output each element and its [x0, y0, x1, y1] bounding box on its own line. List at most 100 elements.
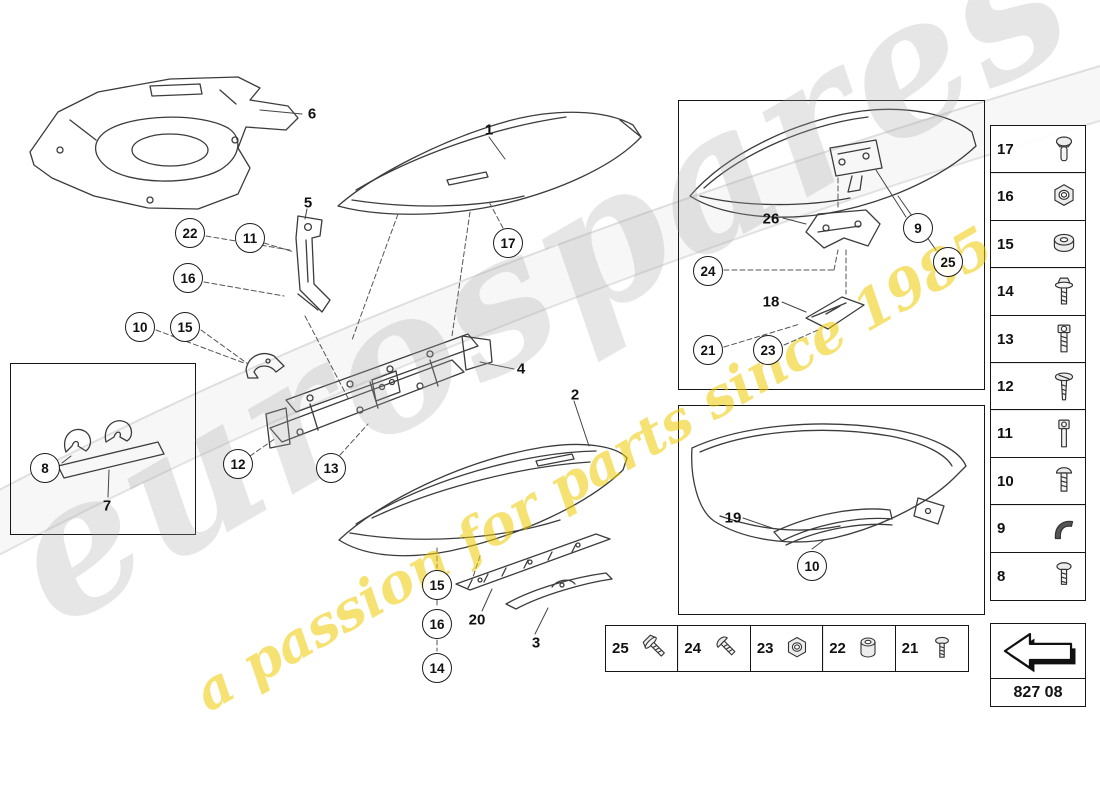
callout-number: 14 — [429, 660, 445, 676]
inset-frame-spoiler-shell — [678, 405, 985, 615]
rivet-icon — [1051, 134, 1077, 166]
legend-item-number: 8 — [997, 567, 1006, 585]
legend-item-number: 14 — [997, 283, 1014, 301]
part-label-4: 4 — [516, 360, 526, 378]
callout-14[interactable]: 14 — [422, 653, 452, 683]
legend-item-8[interactable]: 8 — [990, 551, 1086, 601]
hook-bracket — [245, 353, 285, 379]
hex-nut-icon — [777, 634, 815, 664]
socket-head-screw-icon — [1051, 323, 1077, 355]
legend-item-9[interactable]: 9 — [990, 504, 1086, 554]
small-screw-icon — [922, 634, 960, 664]
legend-item-25[interactable]: 25 — [605, 625, 679, 672]
legend-item-23[interactable]: 23 — [749, 625, 824, 672]
legend-item-number: 13 — [997, 330, 1014, 348]
legend-item-11[interactable]: 11 — [990, 409, 1086, 459]
legend-item-24[interactable]: 24 — [677, 625, 752, 672]
legend-item-number: 22 — [829, 640, 846, 657]
callout-number: 13 — [323, 460, 339, 476]
cap-bolt-icon — [1051, 418, 1077, 450]
legend-item-number: 25 — [612, 640, 629, 657]
legend-item-17[interactable]: 17 — [990, 125, 1086, 174]
callout-15-b[interactable]: 15 — [422, 570, 452, 600]
part-label-26: 26 — [762, 210, 780, 228]
callout-number: 8 — [41, 460, 49, 476]
legend-item-number: 24 — [684, 640, 702, 657]
legend-item-number: 21 — [901, 640, 919, 657]
pan-head-screw-icon — [1051, 465, 1077, 497]
clip-icon — [1051, 513, 1077, 545]
legend-item-12[interactable]: 12 — [990, 362, 1086, 412]
legend-item-21[interactable]: 21 — [894, 625, 969, 672]
legend-item-13[interactable]: 13 — [990, 314, 1086, 364]
callout-8[interactable]: 8 — [30, 453, 60, 483]
legend-item-16[interactable]: 16 — [990, 172, 1086, 222]
part-5-bracket — [295, 215, 331, 313]
callout-number: 23 — [760, 342, 776, 358]
spacer-icon — [849, 634, 887, 664]
pan-head-screw-icon — [704, 634, 742, 664]
part-2-spoiler — [338, 443, 628, 557]
back-arrow-box[interactable] — [990, 623, 1086, 679]
back-arrow-icon — [1003, 632, 1076, 673]
part-label-2: 2 — [570, 386, 580, 404]
part-6-cover — [29, 76, 299, 210]
callout-number: 22 — [182, 225, 198, 241]
callout-11[interactable]: 11 — [235, 223, 265, 253]
callout-number: 16 — [429, 616, 445, 632]
inset-frame-brackets — [10, 363, 196, 535]
hex-nut-icon — [1051, 181, 1077, 213]
legend-item-14[interactable]: 14 — [990, 267, 1086, 317]
legend-item-number: 10 — [997, 472, 1014, 490]
callout-number: 15 — [429, 577, 445, 593]
part-label-6: 6 — [307, 105, 317, 123]
callout-10-b[interactable]: 10 — [797, 551, 827, 581]
callout-number: 24 — [700, 263, 716, 279]
callout-number: 17 — [500, 235, 516, 251]
fastener-legend-row: 25 24 — [605, 625, 969, 672]
legend-item-22[interactable]: 22 — [822, 625, 897, 672]
hex-bolt-icon — [632, 634, 670, 664]
part-label-1: 1 — [484, 121, 494, 139]
oval-head-screw-icon — [1051, 371, 1077, 403]
part-4-frame — [265, 333, 493, 449]
callout-number: 21 — [700, 342, 716, 358]
legend-item-15[interactable]: 15 — [990, 219, 1086, 269]
callout-12[interactable]: 12 — [223, 449, 253, 479]
part-group-code: 827 08 — [990, 679, 1086, 707]
callout-23[interactable]: 23 — [753, 335, 783, 365]
callout-number: 12 — [230, 456, 246, 472]
callout-number: 15 — [177, 319, 193, 335]
callout-21[interactable]: 21 — [693, 335, 723, 365]
callout-17[interactable]: 17 — [493, 228, 523, 258]
part-3-strip — [505, 572, 613, 610]
callout-number: 10 — [804, 558, 820, 574]
callout-16-a[interactable]: 16 — [173, 263, 203, 293]
legend-item-10[interactable]: 10 — [990, 456, 1086, 506]
callout-number: 10 — [132, 319, 148, 335]
callout-24[interactable]: 24 — [693, 256, 723, 286]
part-20-strip — [455, 533, 611, 591]
legend-item-number: 17 — [997, 141, 1014, 158]
part-label-19: 19 — [724, 509, 742, 527]
callout-10-a[interactable]: 10 — [125, 312, 155, 342]
callout-13[interactable]: 13 — [316, 453, 346, 483]
legend-item-number: 15 — [997, 235, 1014, 253]
part-label-20: 20 — [468, 611, 486, 629]
callout-16-b[interactable]: 16 — [422, 609, 452, 639]
callout-9[interactable]: 9 — [903, 213, 933, 243]
callout-number: 11 — [242, 230, 258, 246]
fastener-legend-column: 17 16 15 — [990, 125, 1086, 601]
grommet-icon — [1051, 228, 1077, 260]
part-label-3: 3 — [531, 634, 541, 652]
callout-number: 25 — [940, 254, 956, 270]
legend-item-number: 23 — [756, 640, 774, 657]
callout-15-a[interactable]: 15 — [170, 312, 200, 342]
callout-22[interactable]: 22 — [175, 218, 205, 248]
small-screw-icon — [1051, 560, 1077, 592]
legend-item-number: 9 — [997, 520, 1006, 538]
callout-number: 9 — [914, 220, 922, 236]
callout-25[interactable]: 25 — [933, 247, 963, 277]
legend-item-number: 11 — [997, 425, 1013, 443]
